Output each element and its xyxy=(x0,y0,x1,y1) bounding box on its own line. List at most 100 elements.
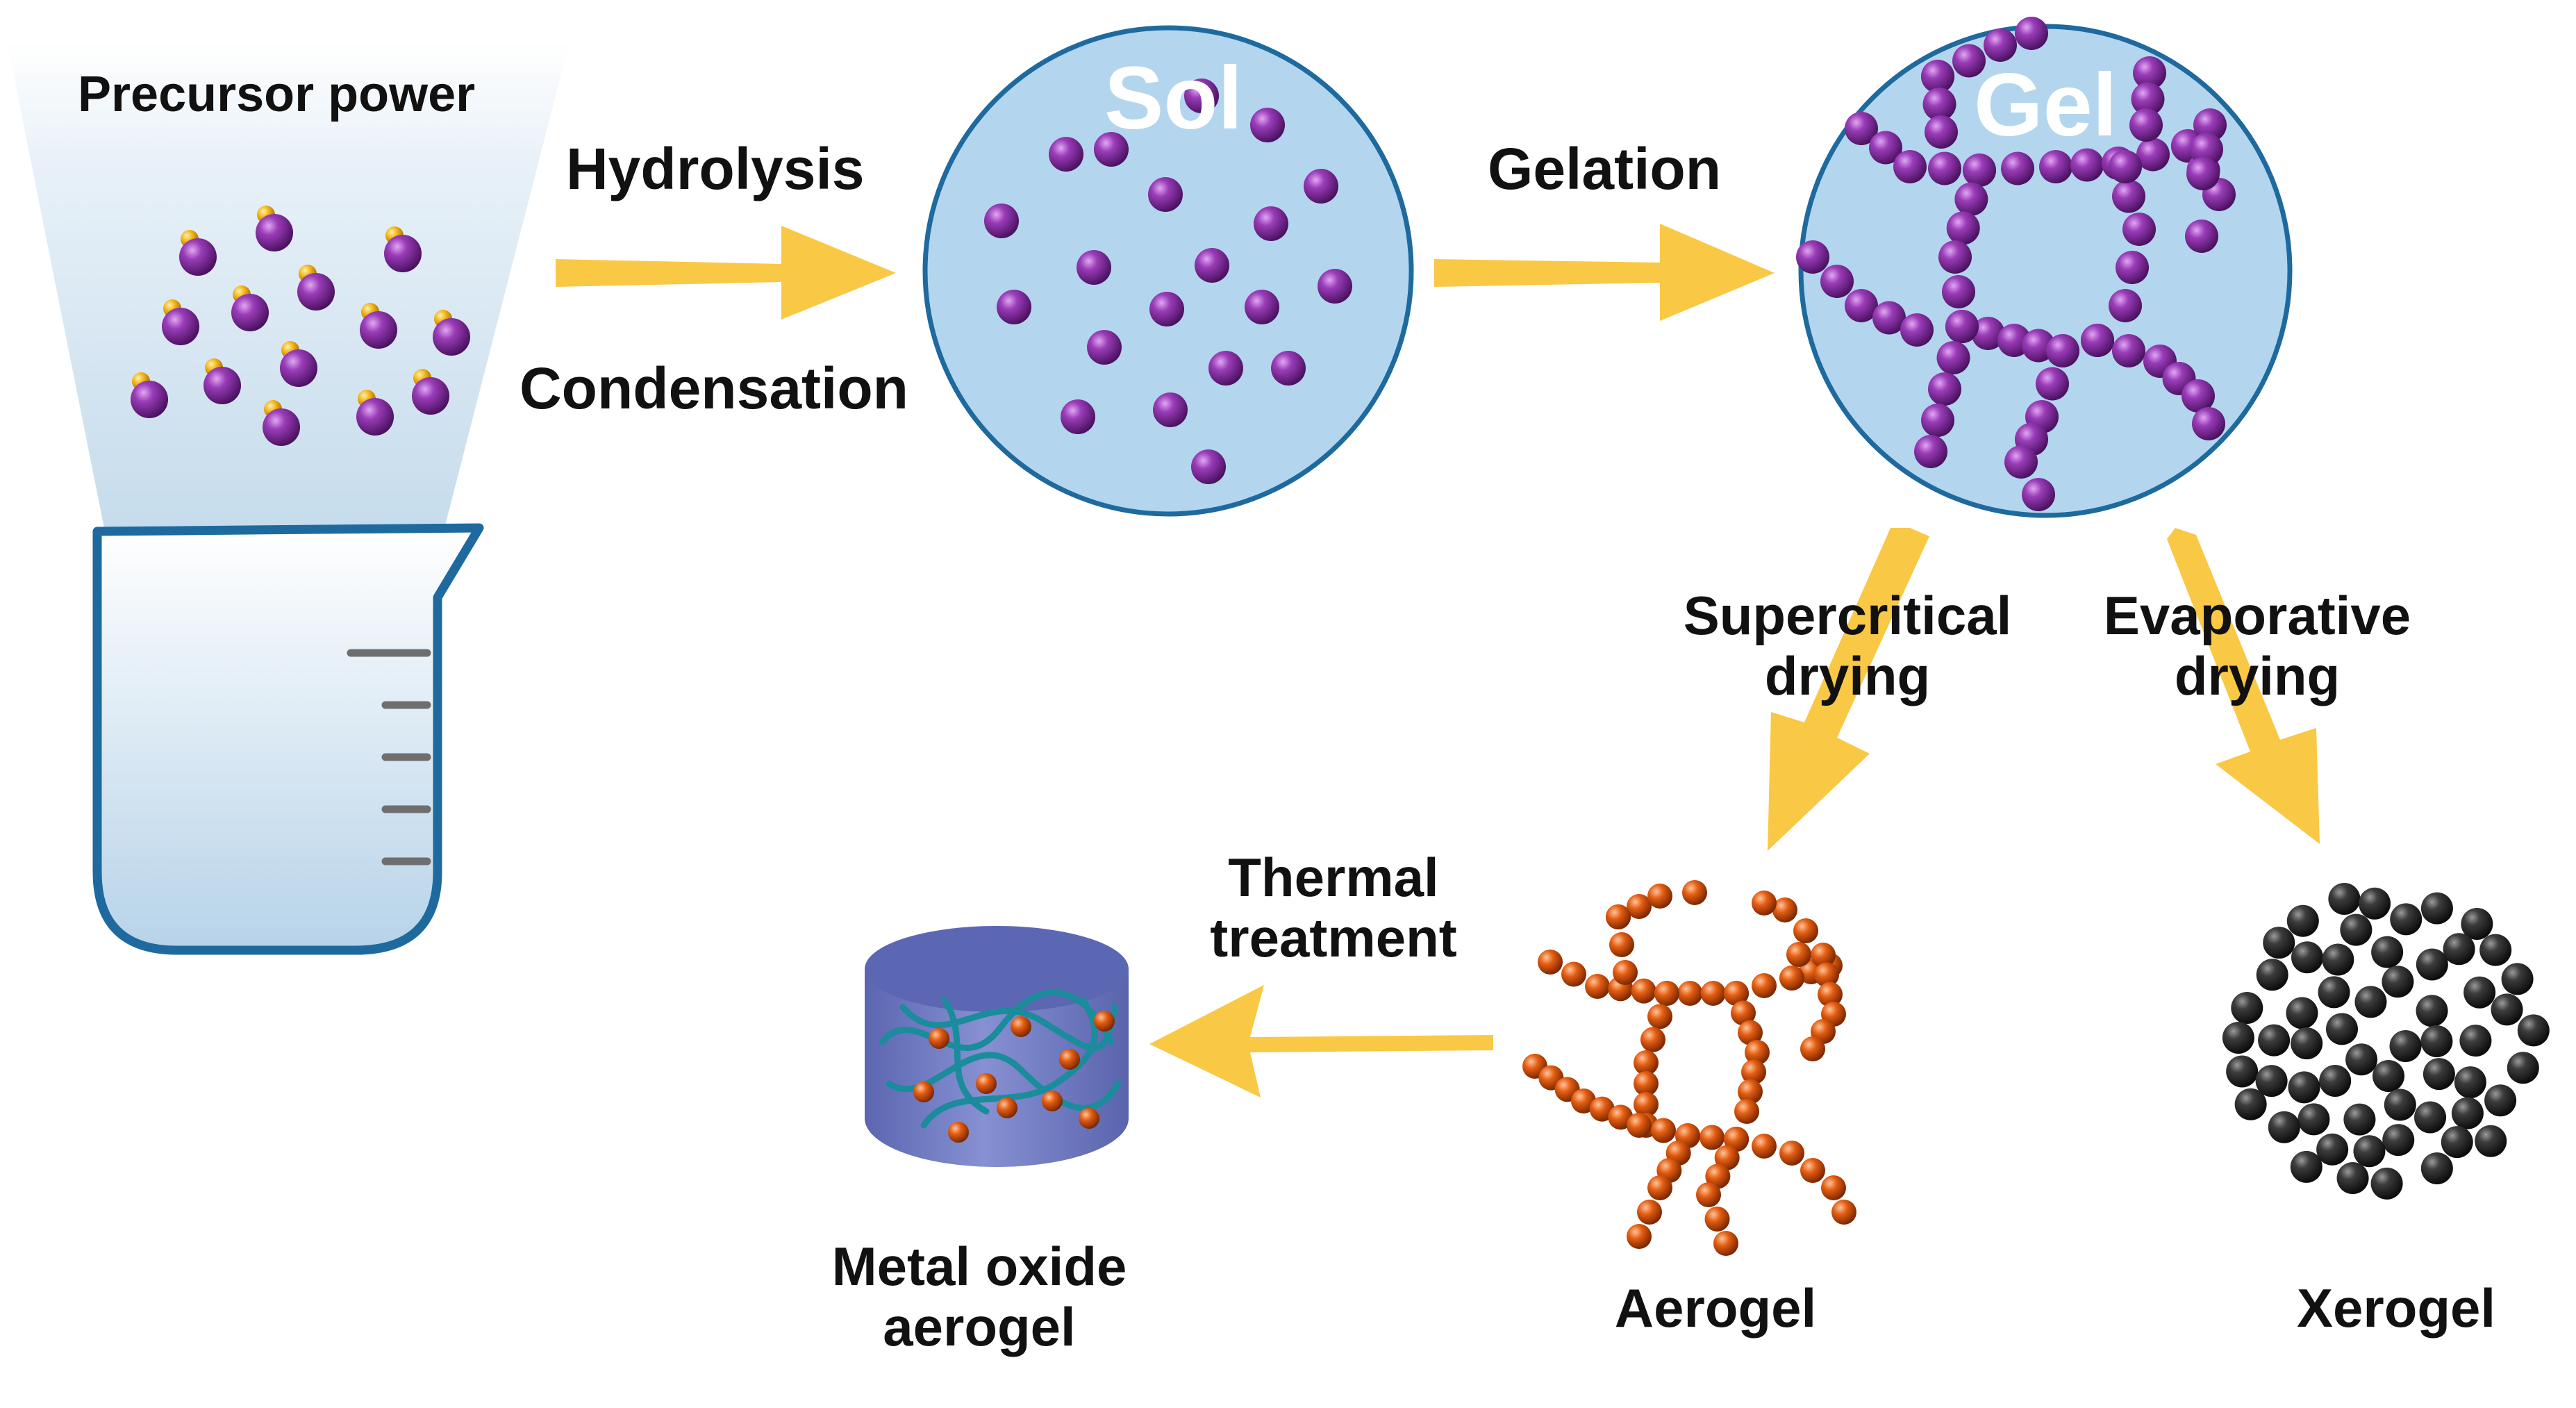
cylinder-fiber xyxy=(879,989,1115,1052)
precursor-molecule xyxy=(384,235,422,272)
aerogel-particle xyxy=(1640,1027,1665,1052)
gel-particle xyxy=(1872,301,1906,335)
aerogel-particle xyxy=(1831,1200,1856,1225)
gel-particle xyxy=(2070,148,2104,182)
aerogel-particle xyxy=(1700,981,1726,1006)
aerogel-particle xyxy=(1800,1036,1825,1061)
aerogel-particle xyxy=(1606,904,1631,929)
beaker xyxy=(92,523,484,955)
cylinder-node xyxy=(1042,1091,1063,1111)
xerogel-particle xyxy=(2319,1065,2352,1098)
aerogel-particle xyxy=(1613,960,1638,985)
evaporative-line-1: Evaporative xyxy=(2103,585,2411,646)
gel-particle xyxy=(2185,220,2218,253)
xerogel-particle xyxy=(2414,1101,2447,1134)
beaker-graduations xyxy=(347,649,431,865)
gel-particle xyxy=(1925,115,1958,149)
aerogel-particle xyxy=(1538,950,1563,975)
cylinder-fiber xyxy=(899,1004,1118,1052)
sol-particle xyxy=(1087,330,1122,365)
gel-particle xyxy=(2004,445,2038,479)
aerogel-particle xyxy=(1704,1207,1730,1232)
sol-particle xyxy=(1148,177,1183,212)
xerogel-particle xyxy=(2340,913,2373,946)
xerogel-particle xyxy=(2336,1162,2369,1195)
gel-particle xyxy=(2182,379,2215,413)
thermal-line-1: Thermal xyxy=(1228,847,1439,908)
xerogel-particle xyxy=(2256,959,2288,991)
aerogel-particle xyxy=(1724,1127,1749,1152)
arrow-gelation xyxy=(1434,224,1775,321)
aerogel-particle xyxy=(1734,1099,1759,1124)
aerogel-particle xyxy=(1700,1125,1725,1150)
precursor-molecule xyxy=(203,367,241,404)
aerogel-particle xyxy=(1752,973,1777,998)
gel-particle xyxy=(1984,28,2017,62)
xerogel-particle xyxy=(2286,997,2318,1029)
gel-particle xyxy=(2046,334,2079,367)
aerogel-particle xyxy=(1779,1141,1804,1166)
arrow-evaporative xyxy=(2167,528,2320,844)
precursor-molecule xyxy=(131,381,168,418)
cylinder-node xyxy=(1011,1016,1031,1037)
xerogel-particle xyxy=(2322,943,2354,976)
aerogel-particle xyxy=(1752,891,1777,916)
aerogel-particle xyxy=(1724,981,1749,1006)
gel-particle xyxy=(2112,179,2145,213)
precursor-molecule xyxy=(231,294,269,331)
gel-particle xyxy=(1942,275,1975,308)
cylinder-node xyxy=(913,1082,934,1102)
gel-particle xyxy=(2109,289,2142,322)
xerogel-particle xyxy=(2226,1055,2259,1088)
xerogel-particle xyxy=(2370,1167,2403,1200)
aerogel-particle xyxy=(1731,1000,1756,1026)
gel-particle xyxy=(2036,367,2069,401)
sol-particle xyxy=(1049,137,1083,172)
xerogel-particle xyxy=(2325,1013,2358,1045)
xerogel-particle xyxy=(2371,936,2404,968)
aerogel-particle xyxy=(1634,1092,1659,1117)
hydrolysis-label: Hydrolysis xyxy=(566,136,865,201)
xerogel-particle xyxy=(2255,1065,2288,1098)
gelation-label: Gelation xyxy=(1488,136,1722,201)
gel-particle xyxy=(2131,82,2165,116)
xerogel-particle xyxy=(2231,991,2263,1024)
xerogel-particle xyxy=(2479,934,2512,966)
precursor-molecule xyxy=(263,408,300,446)
cylinder-node xyxy=(1094,1011,1115,1032)
aerogel-particle xyxy=(1637,1200,1662,1225)
thermal-line-2: treatment xyxy=(1210,907,1457,969)
sol-particle xyxy=(1318,269,1352,304)
xerogel-particle xyxy=(2222,1021,2254,1054)
gel-particle xyxy=(1845,289,1878,322)
sol-particle xyxy=(1153,392,1188,427)
xerogel-particle xyxy=(2423,1058,2455,1091)
gel-particle xyxy=(2133,56,2166,90)
gel-particle xyxy=(2129,108,2163,142)
gel-particle xyxy=(1900,313,1934,347)
gel-particle xyxy=(2190,133,2223,166)
gel-particle xyxy=(1928,372,1961,406)
xerogel-particle xyxy=(2382,966,2414,998)
xerogel-particle xyxy=(2343,1103,2376,1136)
aerogel-particle xyxy=(1752,1134,1777,1159)
xerogel-particle xyxy=(2420,1152,2453,1184)
aerogel-particle xyxy=(1647,884,1672,909)
aerogel-particle xyxy=(1647,1175,1672,1200)
xerogel-particle xyxy=(2382,1124,2415,1157)
aerogel-label: Aerogel xyxy=(1614,1277,1817,1339)
cylinder-fiber xyxy=(920,997,1098,1129)
aerogel-particle xyxy=(1682,880,1707,905)
precursor-molecule xyxy=(356,398,394,436)
xerogel-particle xyxy=(2297,1103,2330,1136)
xerogel-particle xyxy=(2268,1111,2300,1143)
aerogel-particle xyxy=(1745,1040,1770,1065)
gel-particle xyxy=(2192,407,2225,440)
sol-particle xyxy=(1304,169,1338,204)
xerogel-particle xyxy=(2416,995,2448,1027)
sol-particle xyxy=(984,204,1019,238)
aerogel-particle xyxy=(1741,1059,1766,1085)
gel-particle xyxy=(2109,150,2142,183)
gel-particle xyxy=(1893,150,1927,183)
supercritical-line-1: Supercritical xyxy=(1683,585,2012,646)
